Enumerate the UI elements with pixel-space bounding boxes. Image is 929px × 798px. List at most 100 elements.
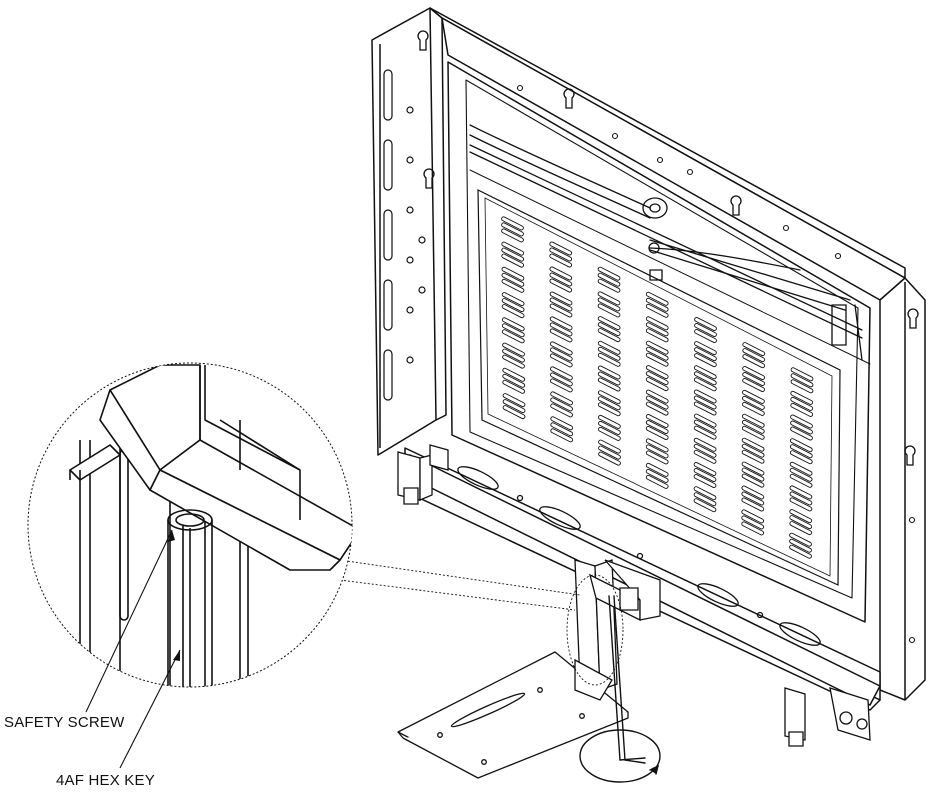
mesh-slot xyxy=(501,228,524,242)
detail-leaders xyxy=(340,560,623,685)
mesh-slot xyxy=(598,316,621,330)
mesh-slot xyxy=(742,449,765,463)
mesh-slot xyxy=(694,317,717,331)
mesh-slot xyxy=(789,544,812,558)
mesh-slot xyxy=(789,538,812,552)
mesh-slot xyxy=(550,416,573,430)
mesh-slot xyxy=(501,273,524,287)
mesh-slot xyxy=(694,425,717,439)
mesh-slot xyxy=(693,492,716,506)
mesh-slot xyxy=(550,372,573,386)
mesh-slot xyxy=(694,377,717,391)
hex-key-main xyxy=(580,596,660,782)
rail-slots xyxy=(455,462,823,649)
mesh-slot xyxy=(790,367,813,381)
mesh-slot xyxy=(790,420,813,434)
mesh-slot xyxy=(790,438,813,452)
mesh-slot xyxy=(502,298,525,312)
mesh-slot xyxy=(597,297,620,311)
mesh-slot xyxy=(598,377,621,391)
mesh-slot xyxy=(550,353,573,367)
mesh-slot xyxy=(694,365,717,379)
mesh-slot xyxy=(598,353,621,367)
mesh-slot xyxy=(790,403,813,417)
mesh-slot xyxy=(741,461,764,475)
mesh-slot xyxy=(742,372,765,386)
mesh-slot xyxy=(550,328,573,342)
mesh-slot xyxy=(694,341,717,355)
mesh-slot xyxy=(646,438,669,452)
mesh-slot xyxy=(742,437,765,451)
mesh-slot xyxy=(598,445,621,459)
mesh-slot xyxy=(598,365,621,379)
mesh-slots xyxy=(501,216,814,559)
support-brackets xyxy=(398,445,870,746)
mesh-slot xyxy=(598,439,621,453)
mesh-slot xyxy=(646,292,669,306)
mesh-slot xyxy=(693,498,716,512)
mesh-slot xyxy=(790,397,813,411)
mesh-slot xyxy=(742,402,765,416)
mesh-slot xyxy=(502,304,525,318)
mesh-slot xyxy=(741,467,764,481)
mesh-slot xyxy=(789,532,812,546)
mesh-slot xyxy=(693,462,716,476)
mesh-slot xyxy=(597,291,620,305)
mesh-slot xyxy=(694,413,717,427)
mesh-slot xyxy=(549,247,572,261)
mesh-slot xyxy=(790,379,813,393)
mesh-slot xyxy=(694,329,717,343)
mesh-slot xyxy=(598,427,621,441)
mesh-slot xyxy=(501,253,524,267)
mesh-panel xyxy=(478,190,840,585)
mesh-slot xyxy=(694,389,717,403)
mesh-slot xyxy=(502,368,525,382)
mesh-slot xyxy=(550,347,573,361)
mesh-slot xyxy=(501,216,524,230)
mesh-slot xyxy=(598,328,621,342)
mesh-slot xyxy=(789,515,812,529)
mesh-slot xyxy=(742,354,765,368)
mesh-slot xyxy=(646,322,669,336)
base-plate xyxy=(398,652,628,778)
mesh-slot xyxy=(694,347,717,361)
mesh-slot xyxy=(790,444,813,458)
mesh-slot xyxy=(646,426,669,440)
mesh-slot xyxy=(646,352,669,366)
mesh-slot xyxy=(790,468,813,482)
mesh-slot xyxy=(742,366,765,380)
mesh-slot xyxy=(741,485,764,499)
mesh-slot xyxy=(550,322,573,336)
mesh-slot xyxy=(550,428,573,442)
mesh-slot xyxy=(502,393,525,407)
mesh-slot xyxy=(549,278,572,292)
mesh-slot xyxy=(646,444,669,458)
mesh-slot xyxy=(741,521,764,535)
mesh-slot xyxy=(789,497,812,511)
safety-screw-label: SAFETY SCREW xyxy=(4,714,125,731)
mesh-slot xyxy=(693,486,716,500)
mesh-slot xyxy=(502,399,525,413)
mesh-slot xyxy=(501,279,524,293)
mesh-slot xyxy=(598,322,621,336)
mesh-slot xyxy=(550,341,573,355)
mesh-slot xyxy=(742,396,765,410)
mesh-slot xyxy=(598,402,621,416)
mesh-slot xyxy=(693,474,716,488)
mesh-slot xyxy=(646,365,669,379)
mesh-slot xyxy=(502,323,525,337)
mesh-slot xyxy=(694,450,717,464)
side-slots xyxy=(384,70,425,400)
mesh-slot xyxy=(646,401,669,415)
mesh-slot xyxy=(502,405,525,419)
mesh-slot xyxy=(502,354,525,368)
keyhole-slots xyxy=(418,31,918,465)
mesh-slot xyxy=(789,491,812,505)
mesh-slot xyxy=(502,380,525,394)
detail-magnified-view xyxy=(28,363,360,700)
mesh-slot xyxy=(550,366,573,380)
callout-leaders xyxy=(86,530,180,768)
mesh-slot xyxy=(550,397,573,411)
mesh-slot xyxy=(742,420,765,434)
mesh-slot xyxy=(741,515,764,529)
